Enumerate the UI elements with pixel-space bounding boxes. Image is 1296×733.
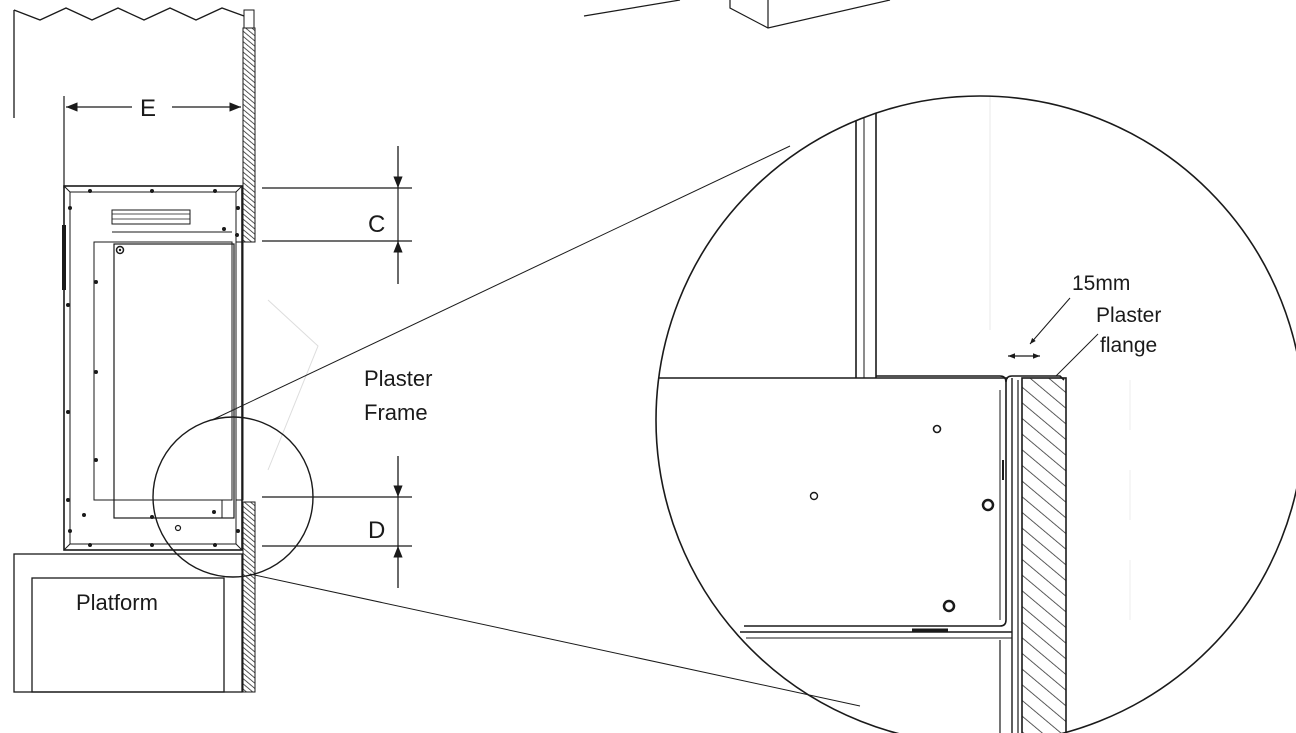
platform-outer	[13, 553, 243, 693]
wavy-break-line	[13, 7, 245, 21]
dim-d-label: D	[368, 517, 385, 544]
plaster-frame-label-2: Frame	[364, 400, 428, 425]
plaster-flange-leader	[1055, 333, 1099, 377]
appliance-corner	[744, 375, 1007, 627]
plaster-frame	[235, 241, 244, 501]
wall-lower	[242, 501, 256, 693]
15mm-label: 15mm	[1072, 272, 1130, 295]
detail-wall-hatch	[1021, 377, 1067, 733]
appliance-outer	[63, 185, 243, 551]
detail-circle	[655, 95, 1296, 733]
plaster-flange-label-2: flange	[1100, 334, 1157, 357]
platform-inner	[31, 577, 225, 693]
screw-dots	[66, 189, 240, 547]
door-knob	[115, 245, 125, 255]
door-outer-panel	[93, 241, 233, 501]
plaster-frame-label-1: Plaster	[364, 366, 432, 391]
zoom-leader-top	[211, 145, 791, 421]
wall-top-cap	[243, 9, 255, 29]
plaster-flange-bracket	[1005, 375, 1065, 383]
wall-upper	[242, 27, 256, 243]
elevation-view: E	[13, 7, 432, 693]
zoom-leader-bottom	[249, 573, 861, 707]
top-box-fragment	[583, 0, 891, 29]
dim-c-label: C	[368, 211, 385, 238]
15mm-leader	[1029, 297, 1071, 345]
vent-slot	[111, 209, 191, 225]
platform-label: Platform	[76, 590, 158, 615]
door-glass-panel	[113, 243, 235, 519]
detail-callout-circle	[152, 416, 314, 578]
plaster-frame-leader	[267, 299, 319, 471]
dim-e-label: E	[140, 95, 156, 122]
detail-view: 15mm Plaster flange	[655, 95, 1296, 733]
plaster-flange-label-1: Plaster	[1096, 304, 1161, 327]
